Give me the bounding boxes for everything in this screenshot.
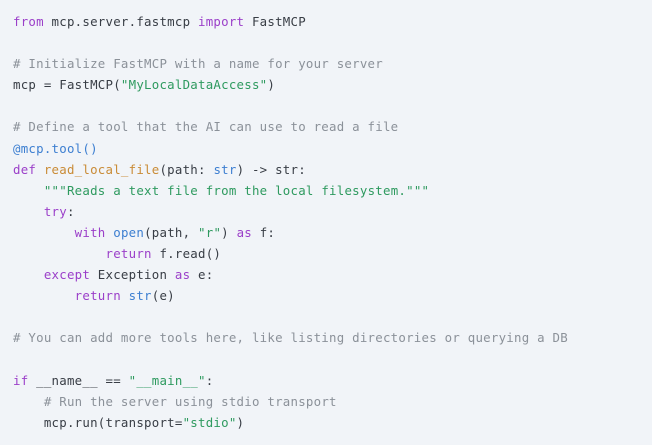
- code-line: # You can add more tools here, like list…: [13, 327, 652, 348]
- code-line: mcp = FastMCP("MyLocalDataAccess"): [13, 74, 652, 95]
- code-token-plain: [36, 162, 44, 177]
- code-token-kw: return: [105, 246, 152, 262]
- code-line: [13, 349, 652, 370]
- code-token-kw: try: [43, 203, 67, 219]
- code-token-kw: except: [43, 267, 91, 283]
- code-token-kw: import: [198, 14, 245, 29]
- code-token-str: """Reads a text file from the local file…: [43, 182, 430, 198]
- code-line: from mcp.server.fastmcp import FastMCP: [13, 11, 652, 32]
- code-line: def read_local_file(path: str) -> str:: [13, 159, 652, 180]
- code-token-decorator: @mcp.tool(): [13, 140, 98, 156]
- code-token-str: "MyLocalDataAccess": [120, 77, 268, 93]
- code-token-plain: __name__ ==: [28, 372, 129, 388]
- code-line: try:: [13, 201, 652, 222]
- code-line: if __name__ == "__main__":: [13, 370, 652, 391]
- code-token-kw: as: [236, 224, 253, 240]
- code-line: [13, 95, 652, 116]
- code-token-plain: (path:: [159, 161, 214, 177]
- code-token-kw: from: [13, 14, 44, 29]
- code-token-plain: [121, 288, 129, 303]
- code-token-plain: ): [221, 224, 237, 240]
- code-token-plain: (path,: [144, 224, 199, 240]
- code-line: # Initialize FastMCP with a name for you…: [13, 53, 652, 74]
- code-line: [13, 306, 652, 327]
- code-token-plain: [13, 183, 44, 198]
- code-token-kw: if: [13, 372, 29, 388]
- code-token-comment: # You can add more tools here, like list…: [13, 330, 568, 346]
- code-token-comment: # Define a tool that the AI can use to r…: [13, 119, 399, 135]
- code-line: # Run the server using stdio transport: [13, 391, 652, 412]
- code-token-plain: mcp.run(transport=: [13, 414, 183, 430]
- code-token-builtin: str: [128, 288, 152, 304]
- code-token-func: read_local_file: [43, 161, 160, 177]
- code-token-plain: FastMCP: [244, 14, 306, 29]
- code-token-kw: as: [174, 267, 191, 283]
- code-token-plain: f:: [252, 224, 276, 240]
- code-line: # Define a tool that the AI can use to r…: [13, 116, 652, 137]
- code-token-plain: :: [205, 372, 214, 388]
- code-token-plain: mcp.server.fastmcp: [43, 14, 198, 29]
- code-line: @mcp.tool(): [13, 138, 652, 159]
- code-token-str: "r": [198, 224, 222, 240]
- code-token-plain: ): [267, 77, 276, 93]
- code-token-plain: mcp = FastMCP(: [13, 77, 121, 93]
- code-token-builtin: open: [113, 224, 145, 240]
- code-line: [13, 32, 652, 53]
- code-line: """Reads a text file from the local file…: [13, 180, 652, 201]
- code-token-plain: [13, 394, 44, 409]
- code-token-str: "__main__": [128, 372, 206, 388]
- code-token-plain: [13, 225, 75, 240]
- code-token-comment: # Run the server using stdio transport: [43, 393, 337, 409]
- code-token-plain: f.read(): [151, 246, 222, 262]
- code-token-plain: :: [66, 203, 75, 219]
- code-token-plain: [13, 246, 106, 261]
- code-line: mcp.run(transport="stdio"): [13, 412, 652, 433]
- code-token-plain: [13, 267, 44, 282]
- code-token-plain: ): [236, 414, 245, 430]
- code-line: return f.read(): [13, 243, 652, 264]
- code-token-kw: return: [74, 288, 121, 304]
- code-token-plain: (e): [151, 288, 175, 304]
- code-token-plain: [13, 204, 44, 219]
- code-token-plain: e:: [190, 267, 214, 283]
- code-line: except Exception as e:: [13, 264, 652, 285]
- code-token-kw: def: [13, 161, 37, 177]
- code-line: return str(e): [13, 285, 652, 306]
- code-token-plain: [13, 288, 75, 303]
- code-token-comment: # Initialize FastMCP with a name for you…: [13, 56, 383, 72]
- code-line: with open(path, "r") as f:: [13, 222, 652, 243]
- code-token-kw: with: [74, 224, 106, 240]
- code-token-builtin: str: [213, 161, 237, 177]
- code-token-plain: Exception: [90, 267, 175, 283]
- code-token-str: "stdio": [182, 414, 237, 430]
- code-token-plain: ) -> str:: [236, 161, 306, 177]
